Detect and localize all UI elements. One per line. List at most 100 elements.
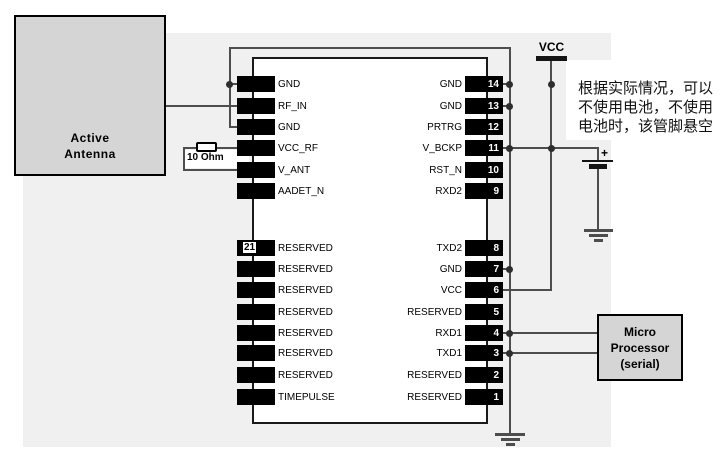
pin-label: RESERVED [278,263,333,275]
pin-label: RESERVED [407,391,462,403]
pin-number: 2 [493,369,499,381]
pin-label: RESERVED [278,369,333,381]
pin-number: 3 [493,347,499,359]
pin-label: GND [278,121,301,133]
junction-dot [226,81,233,88]
pin-label: TXD2 [436,242,462,254]
pin-pad: 1 [465,389,503,405]
micro-processor-label-line1: Micro [623,324,656,339]
wire-gnd-top [229,47,511,49]
pin-label: RST_N [429,164,462,176]
wire-ground-rail [509,47,511,435]
wire-battery-bottom [597,169,599,230]
pin-label: V_ANT [278,164,311,176]
pin-pad: 8 [465,240,503,256]
junction-dot [506,103,513,110]
active-antenna-label-line1: Active [70,131,110,145]
pin-number: 13 [487,100,499,112]
wire-vcc-rail [550,61,552,291]
pin-label: RESERVED [407,369,462,381]
pin-left-rfin: RF_IN [237,98,307,114]
pin-pad [237,183,275,199]
pin-pad [237,282,275,298]
pin-left-gnd-1: GND [237,76,300,92]
junction-dot [506,145,513,152]
pin-label: RESERVED [278,306,333,318]
resistor-label-background [185,150,249,168]
pin-number: 8 [493,242,499,254]
wire-txd1-to-mp [501,352,598,354]
wire-stub-pin13 [501,105,510,107]
pin-pad: 6 [465,282,503,298]
ground-symbol-battery-bar2 [589,234,608,237]
pin-number: 4 [493,327,499,339]
ground-symbol-battery-bar1 [584,229,613,232]
battery-plus-sign: + [601,146,609,160]
junction-dot [506,350,513,357]
pin-pad [237,389,275,405]
micro-processor-label-line3: (serial) [620,356,660,371]
pin-pad: 12 [465,119,503,135]
pin-number: 5 [493,306,499,318]
pin-pad [237,98,275,114]
pin-label: RESERVED [278,242,333,254]
pin-pad [237,304,275,320]
pin-label: RXD2 [435,185,462,197]
wire-rxd1-to-mp [501,332,598,334]
wire-battery-top [597,147,599,161]
pin-left-reserved: RESERVED [237,325,333,341]
wire-resistor-vertical [183,147,185,171]
pin-left-reserved: RESERVED [237,304,333,320]
pin-pad [237,367,275,383]
wire-resistor-left [183,147,198,149]
wire-stub-gnd-pin1 [229,83,238,85]
pin-label: GND [278,78,301,90]
pin-left-reserved: RESERVED [237,261,333,277]
pin-pad: 11 [465,140,503,156]
pin-pad [237,162,275,178]
pin-number: 11 [488,142,499,154]
junction-dot [506,81,513,88]
wire-vcc-pin6 [501,289,552,291]
pin-label: RF_IN [278,100,307,112]
pin-pad [237,345,275,361]
ground-symbol-main-bar3 [506,443,515,446]
pin-pad: 14 [465,76,503,92]
pin-pad: 4 [465,325,503,341]
pin-left-aadetn: AADET_N [237,183,324,199]
wire-to-vant [183,169,239,171]
ground-symbol-battery-bar3 [594,239,603,242]
pin-number: 9 [493,185,499,197]
pin-left-gnd-2: GND [237,119,300,135]
pin-number: 14 [487,78,499,90]
wire-antenna-rfin [166,105,238,107]
pin-left-vccrf: VCC_RF [237,140,318,156]
ground-symbol-main-bar2 [501,438,520,441]
pin-right-rxd1-4: RXD1 4 [340,325,503,341]
pin-label: RXD1 [435,327,462,339]
pin-pad [237,261,275,277]
junction-dot [548,81,555,88]
pin-label: TXD1 [436,347,462,359]
pin-pad: 5 [465,304,503,320]
wire-stub-pin14 [501,83,510,85]
pin-right-rxd2-9: RXD2 9 [340,183,503,199]
pin-pad: 3 [465,345,503,361]
battery-negative-plate [589,164,607,169]
pin-pad: 13 [465,98,503,114]
pin-pad: 2 [465,367,503,383]
pin-left-reserved: RESERVED [237,367,333,383]
wire-stub-pin7 [501,268,510,270]
wire-resistor-to-vccrf [216,147,238,149]
pin-label: RESERVED [278,327,333,339]
annotation-line2: 不使用电池，不使用 [578,99,714,116]
resistor-value: 10 Ohm [187,152,224,163]
pin-label: GND [439,100,462,112]
pin-pad [237,76,275,92]
pin-pad: 9 [465,183,503,199]
micro-processor-block: Micro Processor (serial) [597,314,683,381]
